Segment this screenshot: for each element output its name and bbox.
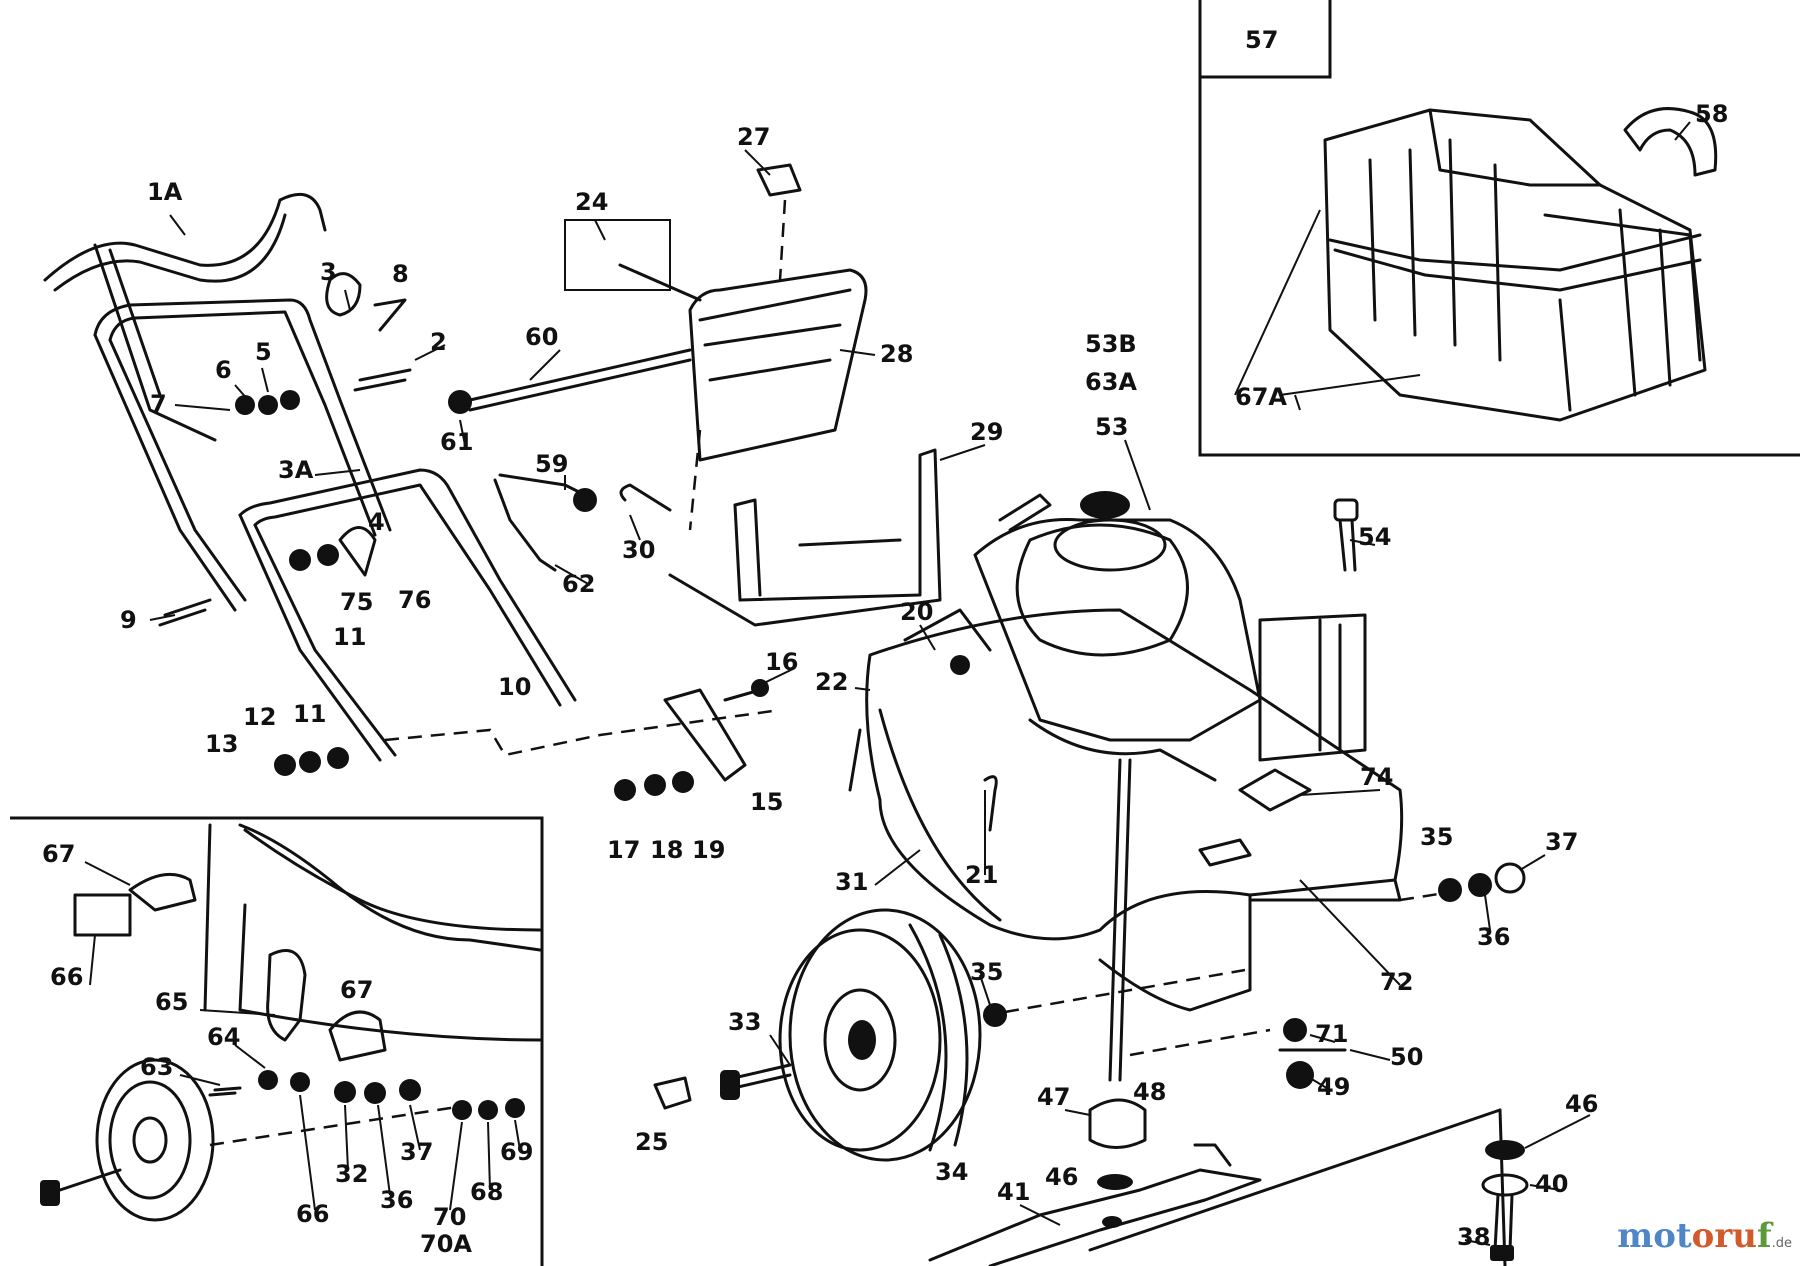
part-label: 66 [296, 1200, 329, 1228]
part-label: 24 [575, 188, 608, 216]
part-label: 32 [335, 1160, 368, 1188]
part-label: 76 [398, 586, 431, 614]
wheel-and-blade [653, 908, 1529, 1266]
part-label: 61 [440, 428, 473, 456]
part-label: 46 [1045, 1163, 1078, 1191]
part-label: 49 [1317, 1073, 1350, 1101]
part-label: 18 [650, 836, 683, 864]
part-label: 27 [737, 123, 770, 151]
part-label: 63A [1085, 368, 1137, 396]
part-label: 20 [900, 598, 933, 626]
part-label: 64 [207, 1023, 240, 1051]
leader-lines [84, 121, 1691, 1246]
part-label: 75 [340, 588, 373, 616]
grass-catcher-inset [1198, 0, 1800, 457]
part-label: 48 [1133, 1078, 1166, 1106]
part-label: 57 [1245, 26, 1278, 54]
part-label: 16 [765, 648, 798, 676]
part-label: 11 [293, 700, 326, 728]
part-label: 53 [1095, 413, 1128, 441]
part-label: 60 [525, 323, 558, 351]
watermark-text: mot [1617, 1216, 1692, 1256]
part-label: 34 [935, 1158, 968, 1186]
part-label: 29 [970, 418, 1003, 446]
watermark-text: f [1756, 1216, 1772, 1256]
part-label: 71 [1315, 1020, 1348, 1048]
part-label: 10 [498, 673, 531, 701]
part-label: 36 [1477, 923, 1510, 951]
side-discharge-inset [10, 816, 544, 1266]
part-label: 5 [255, 338, 272, 366]
part-label: 31 [835, 868, 868, 896]
part-label: 17 [607, 836, 640, 864]
part-label: 25 [635, 1128, 668, 1156]
part-label: 35 [970, 958, 1003, 986]
part-label: 6 [215, 356, 232, 384]
part-label: 3 [320, 258, 337, 286]
part-labels: 1A 3 8 2 6 5 7 3A 4 9 75 76 11 10 12 11 … [42, 26, 1728, 1258]
part-label: 63 [140, 1053, 173, 1081]
watermark-text: oru [1691, 1216, 1757, 1256]
part-label: 15 [750, 788, 783, 816]
part-label: 46 [1565, 1090, 1598, 1118]
part-label: 21 [965, 861, 998, 889]
part-label: 66 [50, 963, 83, 991]
part-label: 59 [535, 450, 568, 478]
part-label: 41 [997, 1178, 1030, 1206]
part-label: 68 [470, 1178, 503, 1206]
watermark-tld: .de [1771, 1236, 1792, 1251]
part-label: 35 [1420, 823, 1453, 851]
part-label: 28 [880, 340, 913, 368]
part-label: 2 [430, 328, 447, 356]
part-label: 53B [1085, 330, 1137, 358]
part-label: 3A [278, 456, 314, 484]
deck-and-engine [614, 491, 1526, 1082]
part-label: 19 [692, 836, 725, 864]
part-label: 50 [1390, 1043, 1423, 1071]
part-label: 69 [500, 1138, 533, 1166]
part-label: 37 [1545, 828, 1578, 856]
part-label: 62 [562, 570, 595, 598]
part-label: 67 [340, 976, 373, 1004]
part-label: 58 [1695, 100, 1728, 128]
part-label: 54 [1358, 523, 1391, 551]
watermark: motoruf.de [1617, 1216, 1792, 1256]
deflector-and-bracket [448, 163, 942, 627]
part-label: 40 [1535, 1170, 1568, 1198]
handle-assembly [43, 192, 781, 776]
part-label: 33 [728, 1008, 761, 1036]
part-label: 22 [815, 668, 848, 696]
part-label: 38 [1457, 1223, 1490, 1251]
part-label: 4 [368, 508, 385, 536]
part-label: 12 [243, 703, 276, 731]
part-label: 47 [1037, 1083, 1070, 1111]
part-label: 1A [147, 178, 183, 206]
part-label: 7 [150, 390, 167, 418]
part-label: 67A [1235, 383, 1287, 411]
part-label: 30 [622, 536, 655, 564]
part-label: 70A [420, 1230, 472, 1258]
part-label: 74 [1360, 763, 1393, 791]
part-label: 8 [392, 260, 409, 288]
part-label: 67 [42, 840, 75, 868]
part-label: 9 [120, 606, 137, 634]
part-label: 36 [380, 1186, 413, 1214]
part-label: 65 [155, 988, 188, 1016]
part-label: 11 [333, 623, 366, 651]
part-label: 37 [400, 1138, 433, 1166]
part-label: 13 [205, 730, 238, 758]
